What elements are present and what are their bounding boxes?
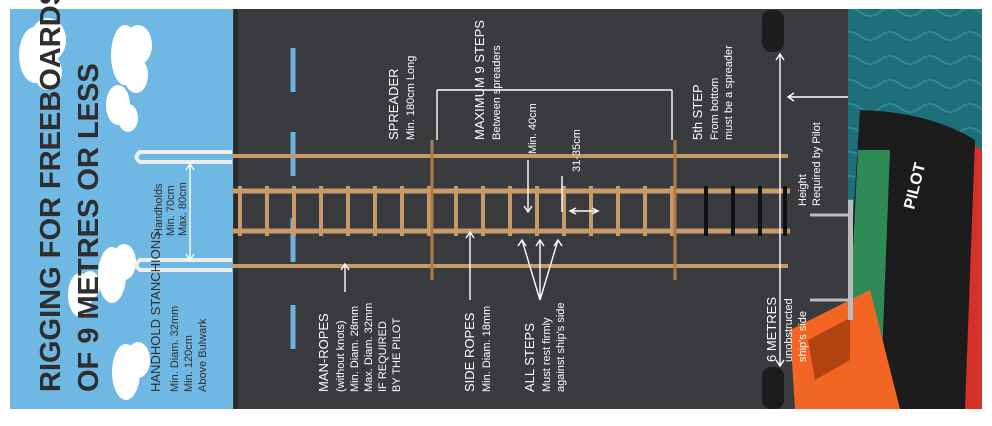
man-ropes <box>134 150 788 272</box>
height-line-2: Required by Pilot <box>811 122 823 206</box>
all-steps-line-2: against ship's side <box>555 302 567 392</box>
max-steps-heading: MAXIMUM 9 STEPS <box>472 20 487 140</box>
stanchions-line-3: Above Bulwark <box>197 318 209 392</box>
man-ropes-line-5: BY THE PILOT <box>391 318 403 392</box>
man-ropes-line-3: Max. Diam. 32mm <box>363 303 375 392</box>
fifth-step-heading: 5th STEP <box>690 84 705 140</box>
height-line-1: Height <box>797 174 809 206</box>
six-metres-heading: 6 METRES <box>764 297 779 362</box>
handholds-line-1: Min. 70cm <box>165 185 177 236</box>
max-steps-line-1: Between spreaders <box>491 45 503 140</box>
stanchions-heading: HANDHOLD STANCHIONS <box>148 231 163 392</box>
ship-hull <box>233 9 848 409</box>
pilot-boat: PILOT <box>790 110 982 409</box>
side-ropes-line-1: Min. Diam. 18mm <box>481 306 493 392</box>
fifth-step-line-2: must be a spreader <box>723 45 735 140</box>
all-steps-line-1: Must rest firmly <box>541 317 553 392</box>
stanchions-line-2: Min. 120cm <box>183 335 195 392</box>
stanchions-line-1: Min. Diam. 32mm <box>169 306 181 392</box>
title-line-2: OF 9 METRES OR LESS <box>73 63 105 392</box>
six-metres-line-1: unobstructed <box>783 298 795 362</box>
man-ropes-heading: MAN-ROPES <box>316 313 331 392</box>
pilot-ladder <box>232 140 790 280</box>
man-ropes-line-2: Min. Diam. 28mm <box>349 306 361 392</box>
fender-bottom <box>762 367 784 409</box>
step-spacing-range: 31-35cm <box>571 129 583 172</box>
step-spacing-min: Min. 40cm <box>527 103 539 154</box>
spreader-heading: SPREADER <box>386 68 401 140</box>
cloud-icon <box>19 18 152 400</box>
fifth-step-line-1: From bottom <box>709 78 721 140</box>
fender-top <box>762 10 784 52</box>
side-ropes-heading: SIDE ROPES <box>462 312 477 392</box>
leader-lines <box>185 52 870 368</box>
man-ropes-line-4: IF REQUIRED <box>377 321 389 392</box>
all-steps-heading: ALL STEPS <box>522 323 537 392</box>
six-metres-line-2: ship's side <box>797 311 809 362</box>
spreader-line-1: Min. 180cm Long <box>405 56 417 140</box>
handholds-line-2: Max. 80cm <box>177 182 189 236</box>
handholds-heading: Handholds <box>153 183 165 236</box>
man-ropes-line-1: (without knots) <box>335 320 347 392</box>
title-line-1: RIGGING FOR FREEBOARDS <box>35 0 67 392</box>
